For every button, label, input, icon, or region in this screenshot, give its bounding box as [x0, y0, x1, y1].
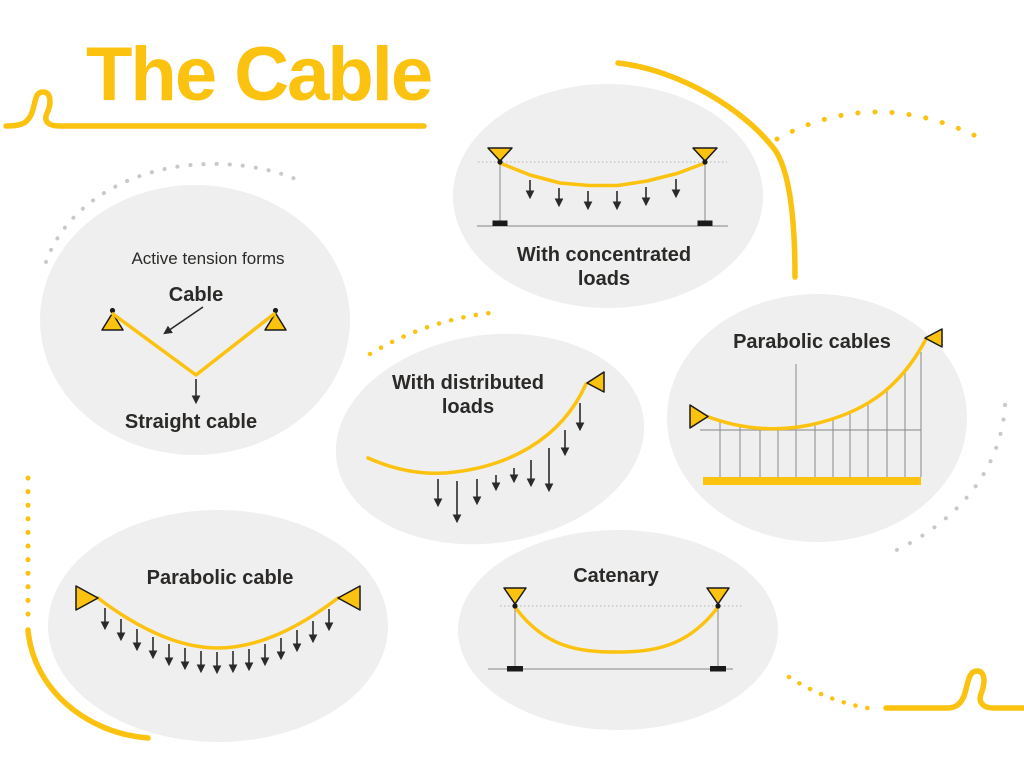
- ground-anchor: [697, 220, 713, 226]
- active-tension-heading: Active tension forms: [131, 249, 284, 268]
- squiggle-bottom-right: [883, 668, 1024, 711]
- pin-dot: [702, 159, 708, 165]
- support-triangle-icon: [689, 404, 709, 429]
- concentrated-label-line1: With concentrated: [517, 244, 691, 266]
- yellow-dotted-arc-bottom-right: [786, 674, 876, 712]
- decorations: [3, 60, 1024, 741]
- ground-anchor: [492, 220, 508, 226]
- bubble-background: [458, 530, 778, 730]
- load-arrows: [433, 403, 585, 524]
- bubble-distributed-loads: With distributed loads: [335, 333, 645, 545]
- load-arrows: [525, 179, 681, 211]
- yellow-arc-bottom-left: [25, 627, 151, 741]
- support-triangle-icon: [706, 587, 730, 605]
- bubble-background: [40, 185, 350, 455]
- concentrated-cable-shape: [498, 161, 707, 188]
- pin-dot: [109, 307, 116, 314]
- hanger-lines: [719, 352, 922, 477]
- bubble-parabolic-cable: Parabolic cable: [48, 510, 388, 742]
- parabolic-cable-shape: [96, 596, 340, 650]
- bubble-active-tension-forms: Active tension forms Cable Straight cabl…: [40, 185, 350, 455]
- bubble-background: [453, 84, 763, 308]
- ground-anchor: [710, 666, 726, 672]
- support-triangle-icon: [264, 312, 287, 331]
- pin-dot: [715, 603, 721, 609]
- bubble-background: [48, 510, 388, 742]
- support-triangle-icon: [586, 371, 605, 393]
- bubble-background: [335, 333, 645, 545]
- page-title: The Cable: [86, 32, 431, 117]
- distributed-label-line1: With distributed: [392, 372, 544, 394]
- ground-anchor: [507, 666, 523, 672]
- support-triangle-icon: [692, 147, 718, 162]
- parabolic-cables-shape: [704, 337, 928, 431]
- bubble-parabolic-cables: Parabolic cables: [667, 294, 967, 542]
- concentrated-label-line2: loads: [578, 268, 630, 290]
- yellow-dotted-arc-top-right: [774, 109, 985, 142]
- pin-dot: [497, 159, 503, 165]
- support-triangle-icon: [924, 328, 943, 348]
- load-arrows: [100, 608, 334, 675]
- support-triangle-icon: [101, 312, 124, 331]
- straight-cable-caption: Straight cable: [125, 411, 257, 433]
- support-triangle-icon: [487, 147, 513, 162]
- cable-pointer-arrow: [163, 306, 204, 335]
- squiggle-underline-decoration: [3, 89, 427, 129]
- yellow-arc-top-right: [615, 60, 798, 280]
- bubble-concentrated-loads: With concentrated loads: [453, 84, 763, 308]
- cable-label: Cable: [169, 284, 223, 306]
- support-triangle-icon: [503, 587, 527, 605]
- distributed-cable-shape: [366, 382, 588, 475]
- support-triangle-icon: [75, 585, 99, 611]
- distributed-label-line2: loads: [442, 396, 494, 418]
- parabolic-cable-label: Parabolic cable: [147, 567, 294, 589]
- pin-dot: [272, 307, 279, 314]
- support-triangle-icon: [337, 585, 361, 611]
- deck-bar: [703, 477, 921, 485]
- catenary-label: Catenary: [573, 565, 659, 587]
- catenary-cable-shape: [513, 605, 720, 654]
- parabolic-cables-label: Parabolic cables: [733, 331, 891, 353]
- pin-dot: [512, 603, 518, 609]
- bubble-catenary: Catenary: [458, 530, 778, 730]
- straight-cable-shape: [111, 312, 276, 377]
